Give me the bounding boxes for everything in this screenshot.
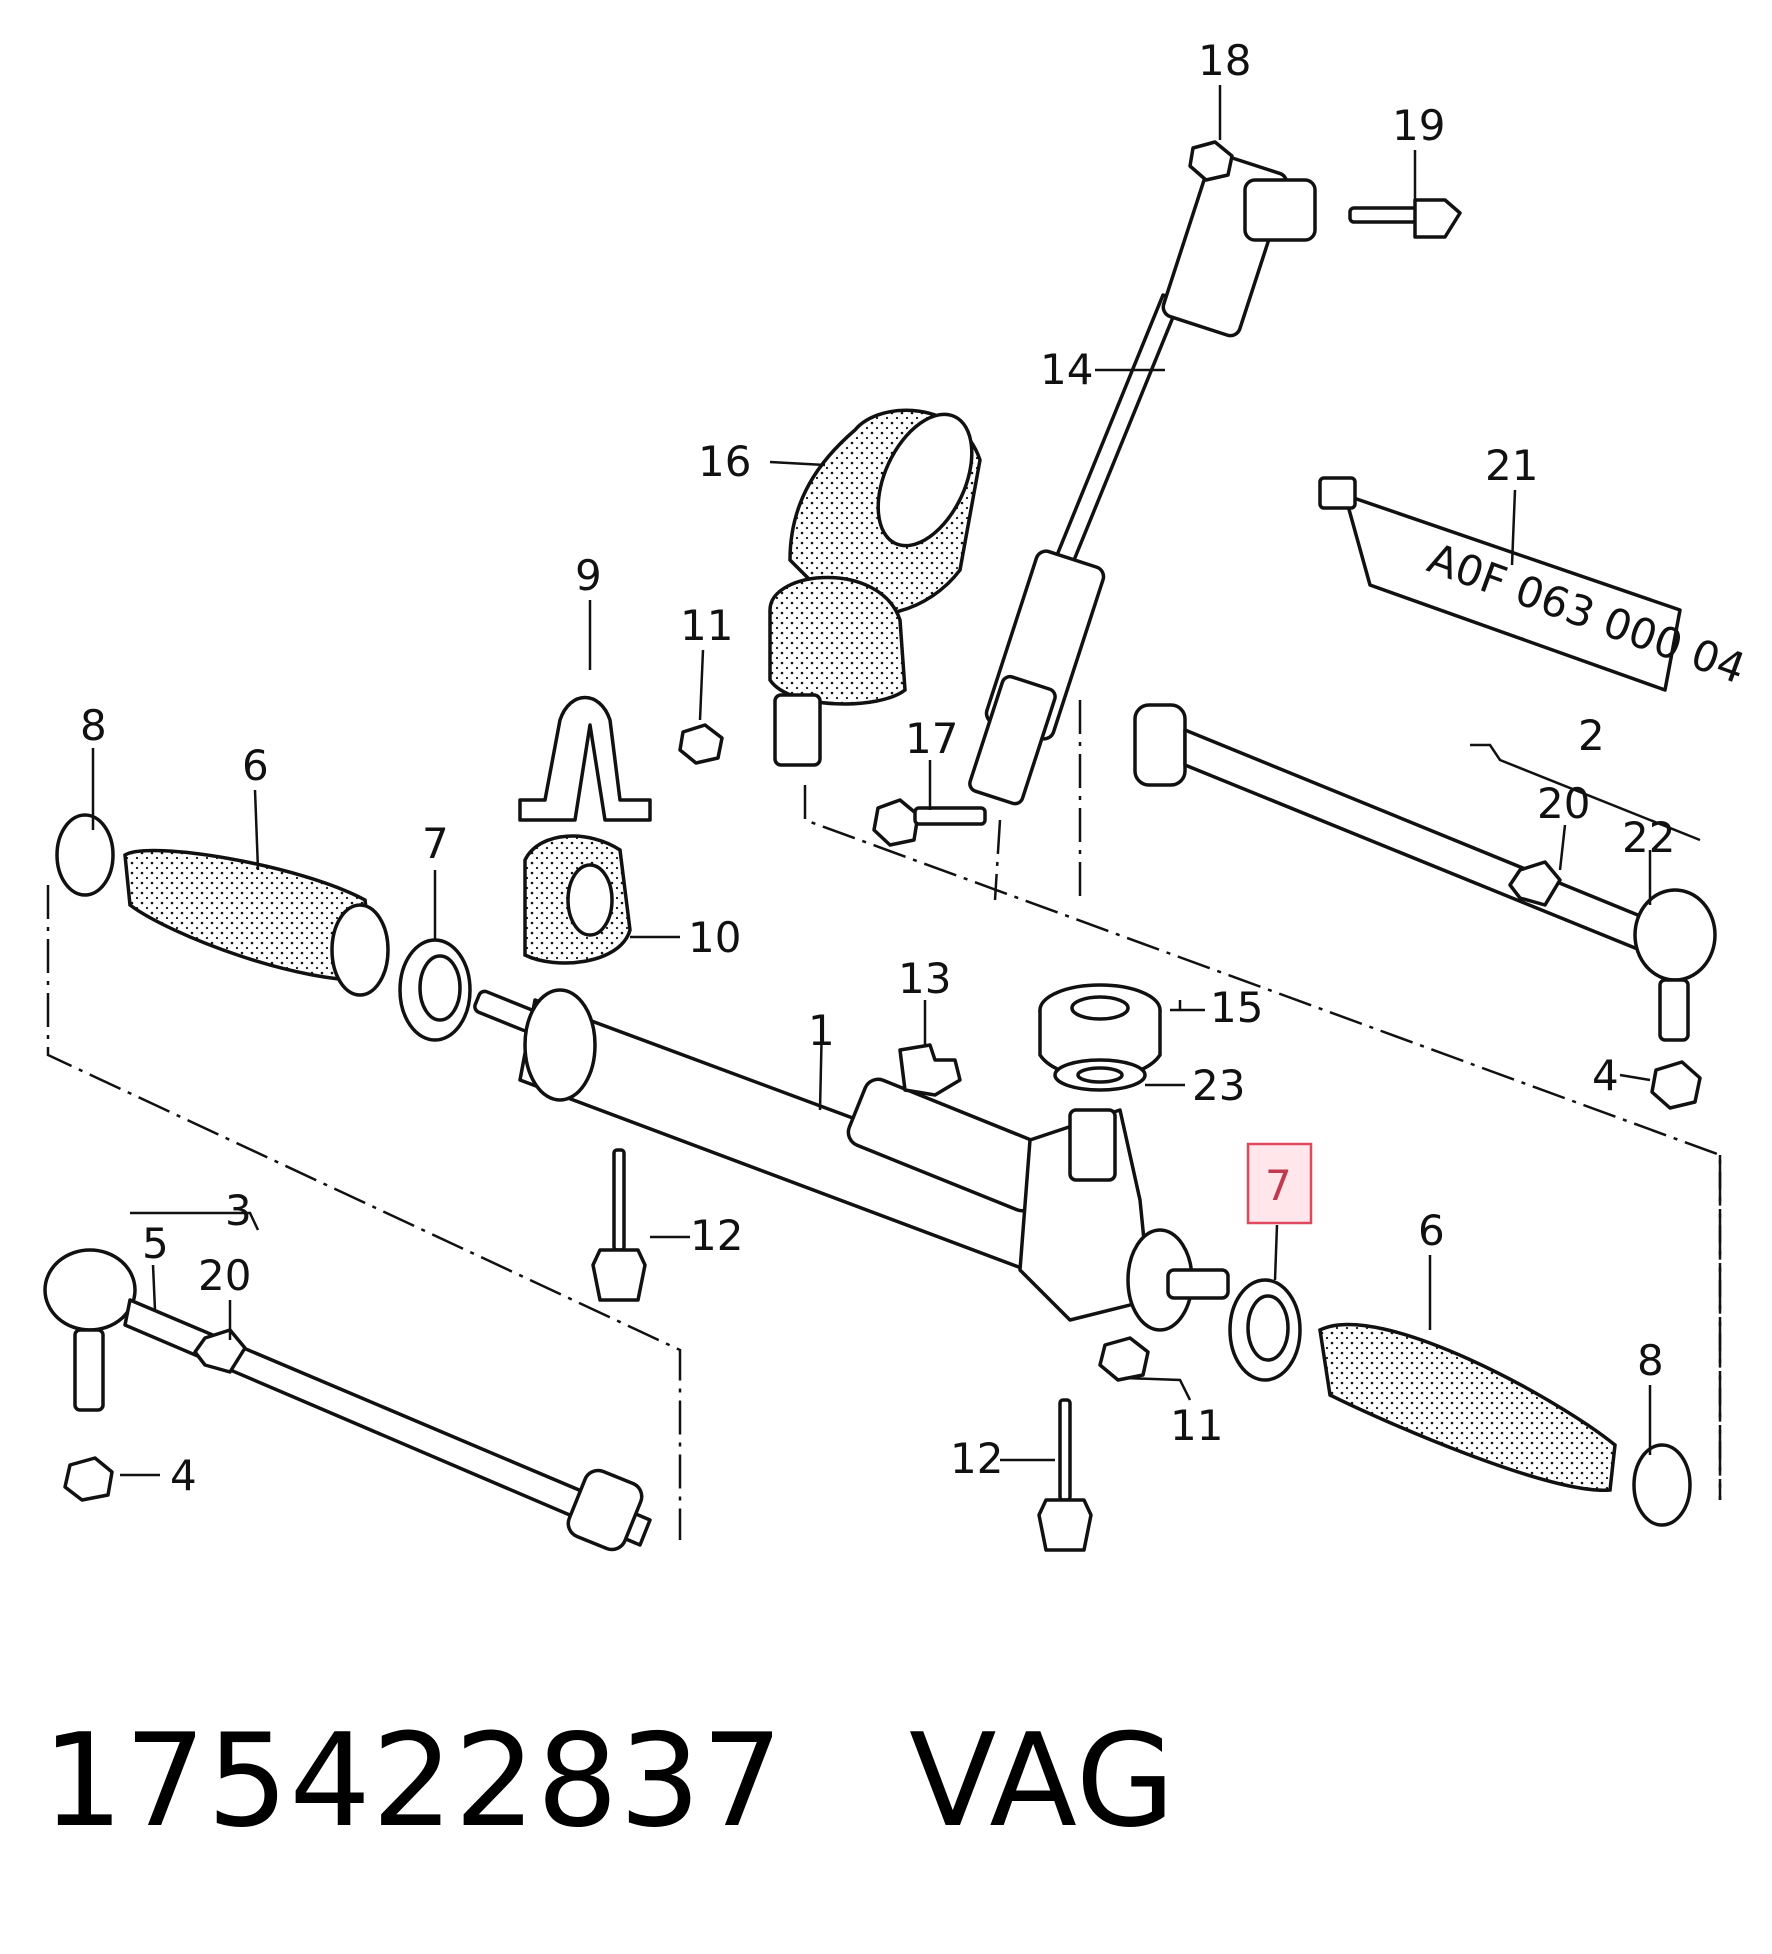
callout-6-right: 6: [1418, 1206, 1445, 1255]
callout-2: 2: [1578, 711, 1605, 760]
callout-6-left: 6: [242, 741, 269, 790]
callout-5: 5: [142, 1219, 169, 1268]
callout-20-right: 20: [1537, 779, 1590, 828]
callout-22: 22: [1622, 813, 1675, 862]
stud-12-left: [591, 1148, 647, 1302]
part-number: 175422837: [42, 1707, 784, 1856]
callout-7-highlighted: 7: [1265, 1161, 1292, 1210]
callout-23: 23: [1192, 1061, 1245, 1110]
callout-9: 9: [575, 551, 602, 600]
callout-4-right: 4: [1592, 1051, 1619, 1100]
part-caption: 175422837 VAG: [42, 1718, 1176, 1846]
callout-20-left: 20: [198, 1251, 251, 1300]
callout-14: 14: [1040, 345, 1093, 394]
callout-8-right: 8: [1637, 1336, 1664, 1385]
left-clip-7: [398, 938, 472, 1042]
pinion-seal-15: [1038, 983, 1162, 1080]
callout-10: 10: [688, 913, 741, 962]
tie-rod-3: [43, 1248, 652, 1552]
callout-13: 13: [898, 954, 951, 1003]
callout-12-bottom: 12: [950, 1434, 1003, 1483]
leader-lines: [91, 85, 1701, 1477]
left-ring-8: [55, 813, 115, 897]
bolt-19: [1348, 198, 1462, 239]
left-boot-6: [123, 848, 390, 997]
callout-11-top: 11: [680, 601, 733, 650]
callout-11-bottom: 11: [1170, 1401, 1223, 1450]
stud-12-bottom: [1037, 1398, 1093, 1552]
steering-shaft: [968, 152, 1317, 806]
callout-labels: 18 19 14 16 21 9 11 8 6 7 17 2 20 22 10 …: [80, 36, 1675, 1500]
clamp-9: [518, 695, 652, 822]
callout-21: 21: [1485, 441, 1538, 490]
callout-4-left: 4: [170, 1451, 197, 1500]
washer-23: [1053, 1058, 1147, 1092]
grease-tube-21: A0F 063 000 04: [1318, 476, 1752, 693]
callout-7-left: 7: [422, 819, 449, 868]
callout-8-left: 8: [80, 701, 107, 750]
clip-13: [898, 1043, 962, 1097]
nut-18: [1188, 140, 1234, 182]
right-ring-8: [1632, 1443, 1692, 1527]
callout-12-left: 12: [690, 1211, 743, 1260]
brand-name: VAG: [909, 1707, 1176, 1856]
callout-19: 19: [1392, 101, 1445, 150]
pinion-shaft: [1068, 1108, 1117, 1182]
tie-rod-2: [1133, 703, 1717, 1110]
rubber-mount-10: [523, 834, 632, 965]
boot-16: [768, 408, 982, 767]
rack-housing-1: [473, 988, 1230, 1332]
highlight-box: [1246, 1142, 1313, 1225]
callout-17: 17: [905, 714, 958, 763]
bolt-17: [872, 798, 987, 847]
callout-1: 1: [808, 1006, 835, 1055]
guide-lines: [46, 700, 1722, 1540]
right-clip-7: [1228, 1278, 1302, 1382]
callout-16: 16: [698, 437, 751, 486]
callout-3: 3: [225, 1186, 252, 1235]
callout-18: 18: [1198, 36, 1251, 85]
right-boot-6: [1318, 1322, 1617, 1492]
nut-11-bottom: [1098, 1336, 1150, 1382]
callout-15: 15: [1210, 983, 1263, 1032]
nut-11-top: [678, 723, 724, 765]
